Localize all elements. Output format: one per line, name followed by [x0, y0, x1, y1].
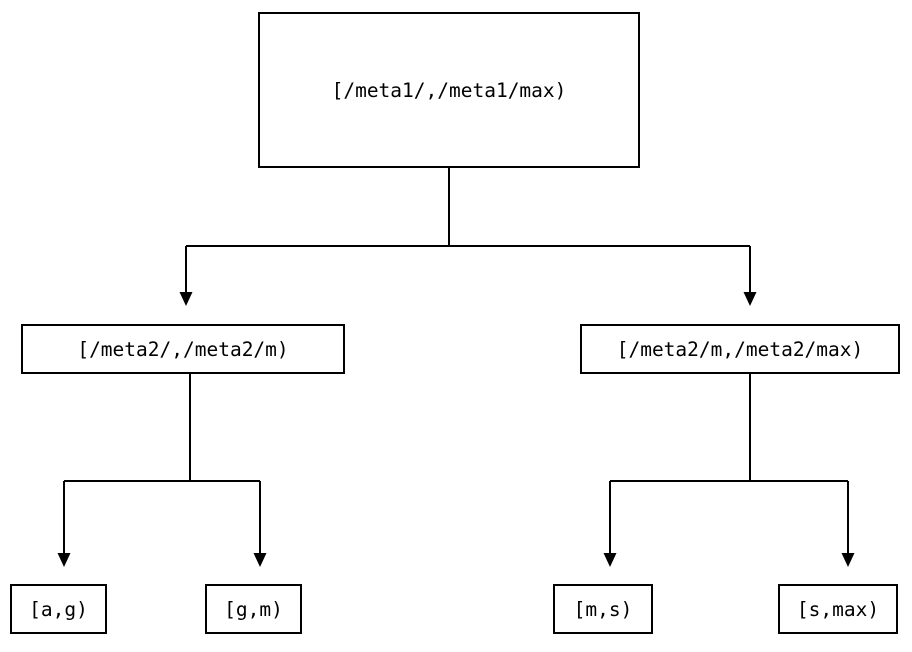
tree-node-mid-right[interactable]: [/meta2/m,/meta2/max) — [580, 324, 900, 374]
arrowhead-leaf-gm — [253, 553, 267, 567]
arrowhead-leaf-ms — [603, 553, 617, 567]
tree-node-root[interactable]: [/meta1/,/meta1/max) — [258, 12, 640, 168]
tree-node-mid-left[interactable]: [/meta2/,/meta2/m) — [21, 324, 345, 374]
tree-node-leaf-ag[interactable]: [a,g) — [10, 584, 107, 634]
arrowhead-leaf-smax — [841, 553, 855, 567]
tree-node-leaf-smax[interactable]: [s,max) — [778, 584, 898, 634]
arrowhead-mid-left — [179, 292, 193, 306]
tree-node-leaf-gm[interactable]: [g,m) — [205, 584, 302, 634]
arrowhead-mid-right — [743, 292, 757, 306]
tree-node-leaf-ms[interactable]: [m,s) — [553, 584, 653, 634]
arrowhead-leaf-ag — [57, 553, 71, 567]
